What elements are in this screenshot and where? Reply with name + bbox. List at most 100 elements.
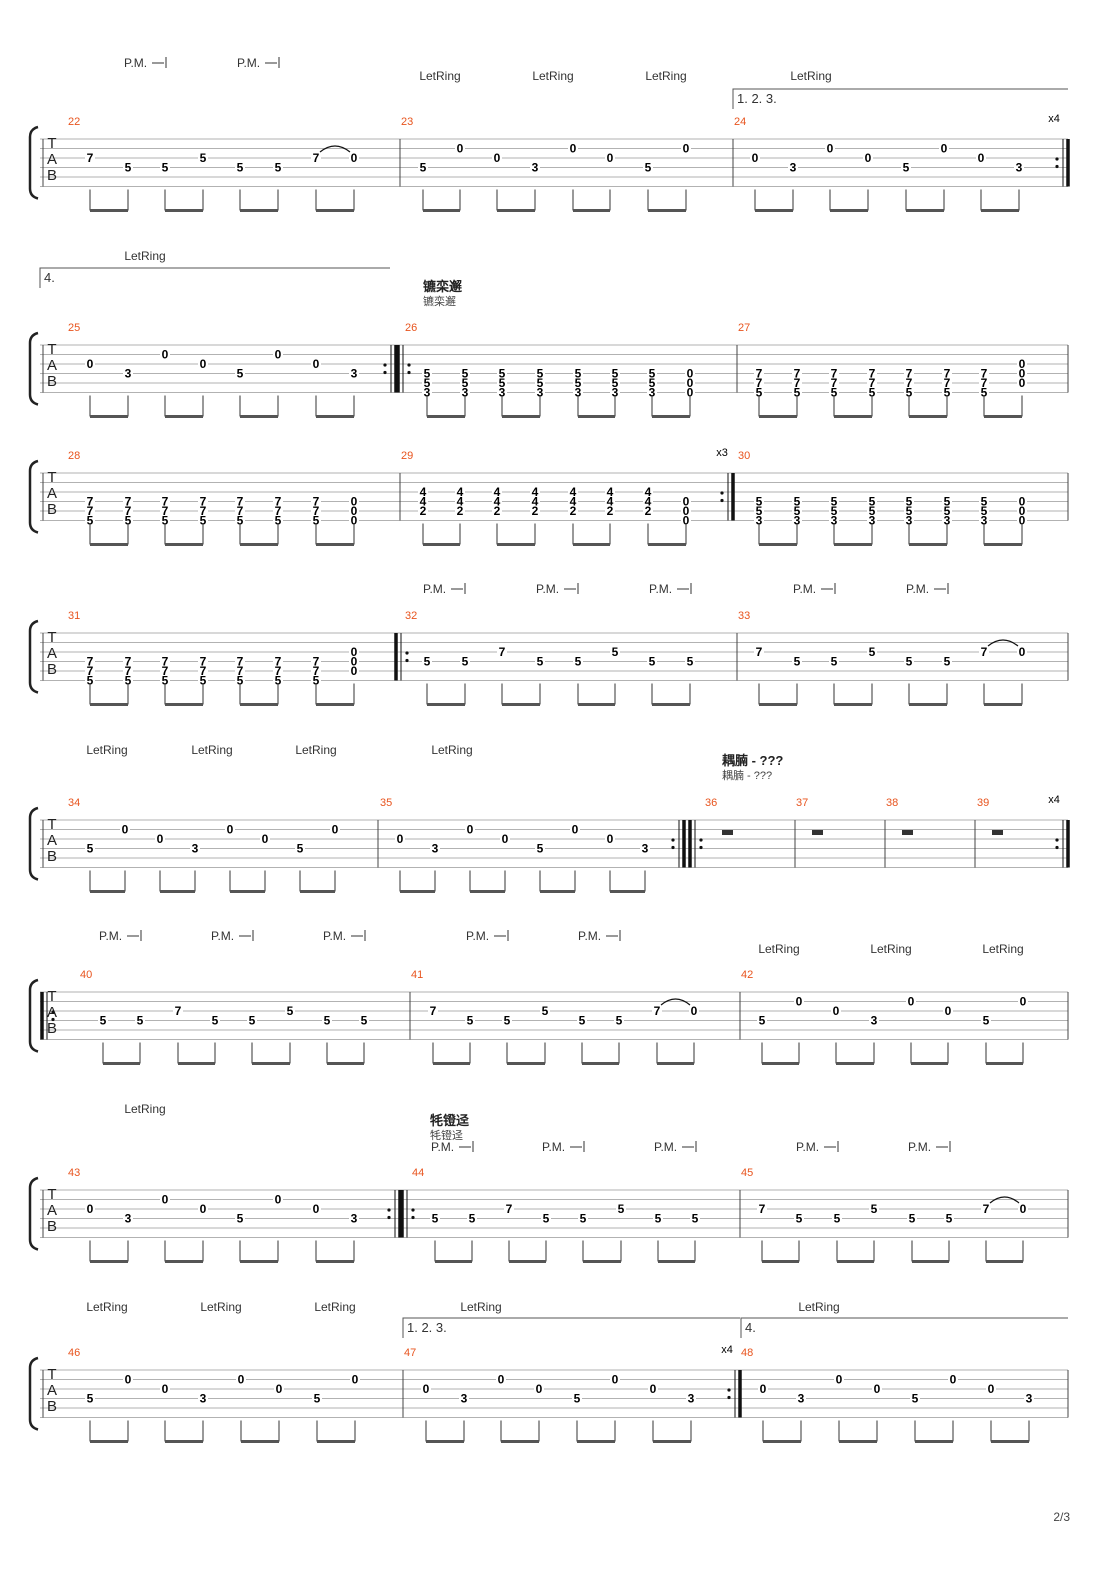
measure-number: 31 bbox=[68, 610, 80, 622]
palm-mute-label: P.M. bbox=[536, 582, 559, 596]
note-bg bbox=[311, 656, 321, 667]
note-bg bbox=[794, 996, 804, 1008]
measure-number: 38 bbox=[886, 797, 898, 809]
fret-number: 7 bbox=[87, 664, 94, 678]
note-bg bbox=[85, 496, 95, 507]
note-bg bbox=[986, 1384, 996, 1395]
repeat-count: x3 bbox=[716, 447, 728, 459]
repeat-dot bbox=[411, 1215, 415, 1220]
fret-number: 2 bbox=[457, 504, 464, 518]
note-bg bbox=[311, 675, 321, 686]
note-bg bbox=[979, 387, 989, 398]
note-bg bbox=[160, 349, 170, 361]
fret-number: 5 bbox=[162, 674, 169, 688]
fret-number: 7 bbox=[162, 664, 169, 678]
note-bg bbox=[85, 1393, 95, 1405]
note-bg bbox=[311, 1204, 321, 1215]
fret-number: 7 bbox=[756, 376, 763, 390]
fret-number: 5 bbox=[125, 514, 132, 528]
fret-number: 7 bbox=[87, 655, 94, 669]
note-bg bbox=[235, 162, 245, 174]
fret-number: 0 bbox=[200, 357, 207, 371]
fret-number: 5 bbox=[87, 674, 94, 688]
repeat-dot bbox=[671, 838, 675, 842]
note-bg bbox=[904, 387, 914, 398]
note-bg bbox=[796, 1393, 806, 1405]
tab-clef-t: T bbox=[47, 816, 56, 833]
measure-number: 44 bbox=[412, 1167, 424, 1179]
palm-mute-label: P.M. bbox=[542, 1140, 565, 1154]
note-bg bbox=[198, 656, 208, 667]
note-bg bbox=[904, 368, 914, 379]
fret-number: 7 bbox=[200, 655, 207, 669]
note-bg bbox=[1017, 506, 1027, 516]
let-ring-label: LetRing bbox=[419, 69, 460, 83]
note-bg bbox=[568, 143, 578, 155]
tab-clef-b: B bbox=[47, 167, 57, 184]
fret-number: 4 bbox=[457, 495, 464, 509]
palm-mute-label: P.M. bbox=[908, 1140, 931, 1154]
fret-number: 5 bbox=[869, 386, 876, 400]
fret-number: 0 bbox=[351, 504, 358, 518]
note-bg bbox=[273, 675, 283, 686]
note-bg bbox=[754, 647, 764, 658]
note-bg bbox=[123, 496, 133, 507]
let-ring-label: LetRing bbox=[200, 1300, 241, 1314]
fret-number: 5 bbox=[869, 645, 876, 659]
fret-number: 0 bbox=[351, 514, 358, 528]
note-bg bbox=[85, 515, 95, 526]
measure-number: 36 bbox=[705, 797, 717, 809]
note-bg bbox=[616, 1204, 626, 1215]
fret-number: 5 bbox=[432, 1212, 439, 1226]
fret-number: 4 bbox=[457, 485, 464, 499]
note-bg bbox=[430, 843, 440, 855]
note-bg bbox=[863, 153, 873, 164]
note-bg bbox=[754, 496, 764, 507]
note-bg bbox=[792, 387, 802, 398]
measure-number: 24 bbox=[734, 116, 746, 128]
fret-number: 0 bbox=[352, 1373, 359, 1387]
note-bg bbox=[247, 1015, 257, 1027]
fret-number: 7 bbox=[200, 504, 207, 518]
repeat-dot bbox=[1055, 845, 1059, 850]
fret-number: 0 bbox=[1020, 995, 1027, 1009]
fret-number: 5 bbox=[249, 1014, 256, 1028]
note-bg bbox=[430, 1213, 440, 1225]
fret-number: 5 bbox=[575, 376, 582, 390]
note-bg bbox=[312, 1393, 322, 1405]
note-bg bbox=[273, 515, 283, 526]
fret-number: 5 bbox=[543, 1212, 550, 1226]
fret-number: 0 bbox=[691, 1004, 698, 1018]
fret-number: 7 bbox=[981, 367, 988, 381]
fret-number: 5 bbox=[579, 1014, 586, 1028]
measure-number: 37 bbox=[796, 797, 808, 809]
palm-mute-label: P.M. bbox=[466, 929, 489, 943]
fret-number: 0 bbox=[650, 1382, 657, 1396]
measure-number: 25 bbox=[68, 322, 80, 334]
note-bg bbox=[906, 996, 916, 1008]
fret-number: 0 bbox=[607, 832, 614, 846]
fret-number: 4 bbox=[607, 495, 614, 509]
note-bg bbox=[1017, 368, 1027, 379]
system-bracket bbox=[28, 619, 39, 694]
fret-number: 5 bbox=[869, 495, 876, 509]
note-bg bbox=[504, 1204, 514, 1215]
note-bg bbox=[173, 1006, 183, 1017]
note-bg bbox=[535, 843, 545, 855]
fret-number: 4 bbox=[570, 495, 577, 509]
fret-number: 7 bbox=[162, 655, 169, 669]
note-bg bbox=[295, 843, 305, 855]
fret-number: 7 bbox=[944, 367, 951, 381]
fret-number: 7 bbox=[237, 495, 244, 509]
fret-number: 7 bbox=[125, 495, 132, 509]
note-bg bbox=[904, 496, 914, 507]
let-ring-label: LetRing bbox=[86, 743, 127, 757]
fret-number: 2 bbox=[645, 504, 652, 518]
fret-number: 3 bbox=[1016, 161, 1023, 175]
rest-symbol bbox=[992, 830, 1003, 835]
note-bg bbox=[754, 515, 764, 526]
fret-number: 0 bbox=[351, 151, 358, 165]
fret-number: 3 bbox=[798, 1392, 805, 1406]
fret-number: 7 bbox=[200, 664, 207, 678]
fret-number: 5 bbox=[125, 161, 132, 175]
